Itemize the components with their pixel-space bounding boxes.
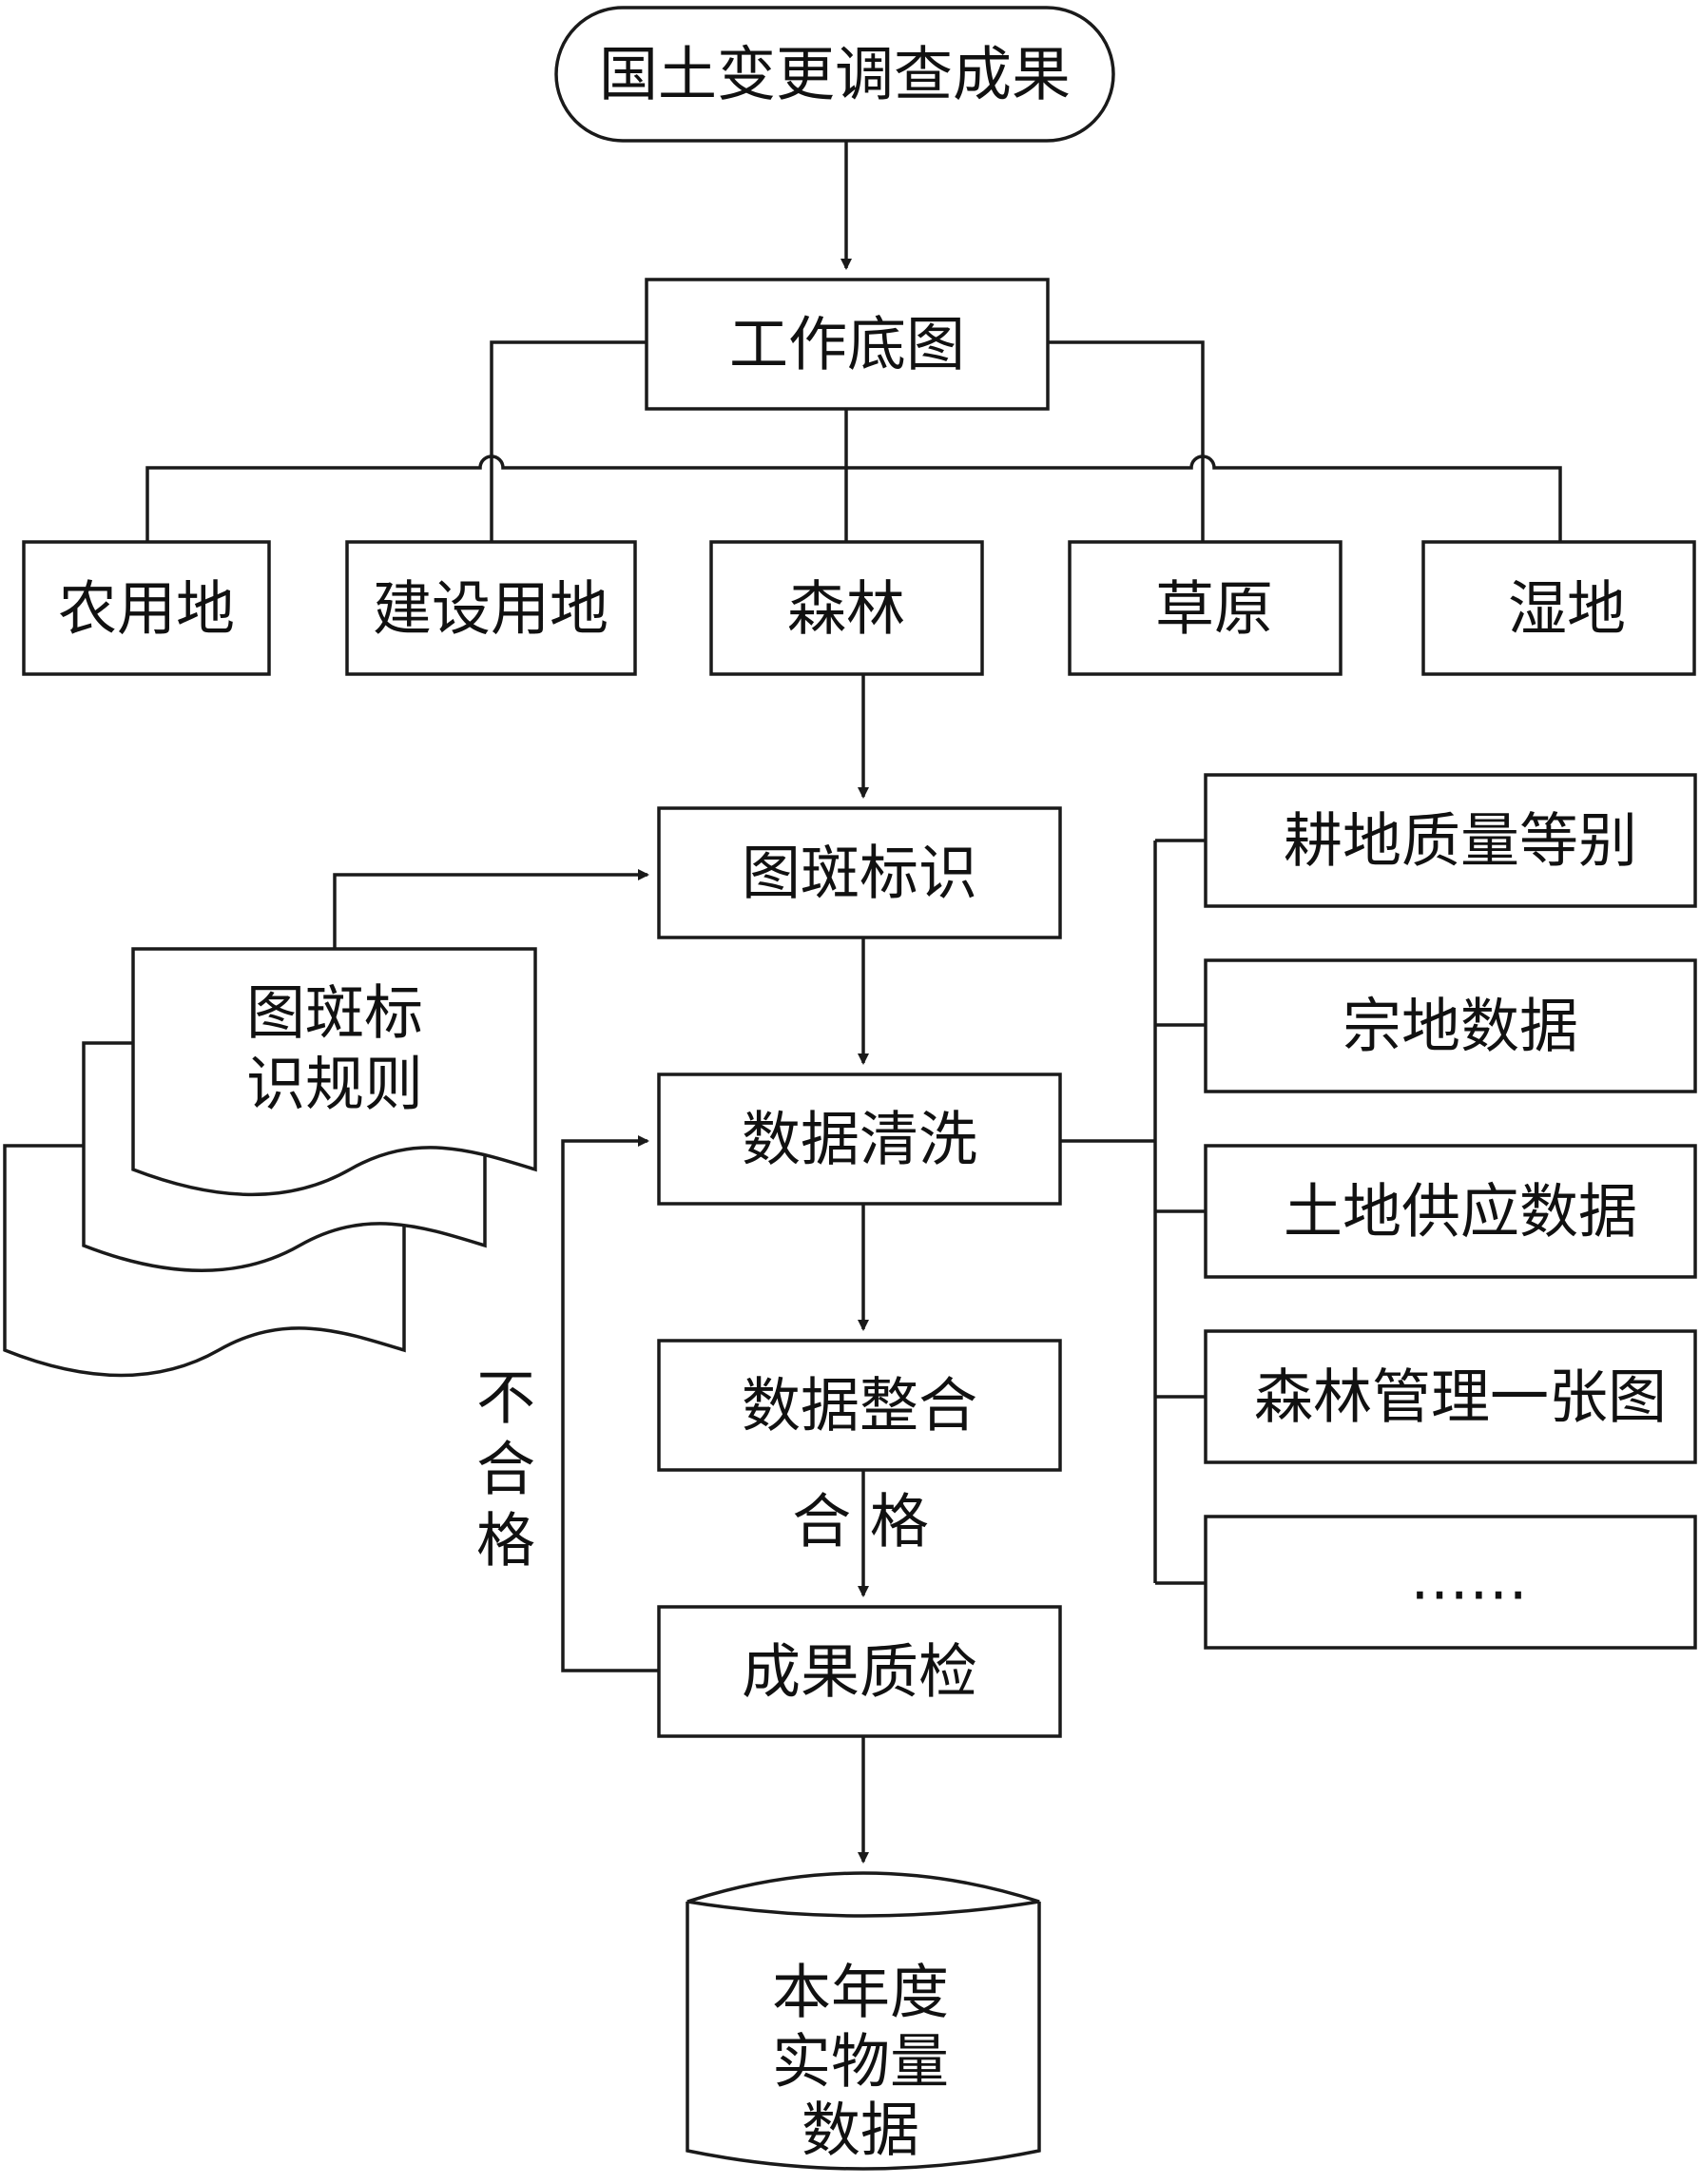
- source-box-forest-map: [1204, 1329, 1697, 1464]
- database-top: [686, 1871, 1040, 1918]
- source-box-more: [1204, 1515, 1697, 1650]
- source-label-land-supply: 土地供应数据: [1284, 1177, 1637, 1247]
- source-box-parcel: [1204, 958, 1697, 1093]
- arrow-qc-fail-to-cleaning: [561, 1135, 659, 1672]
- patch-id-label: 图斑标识: [742, 839, 977, 908]
- source-label-farmland-quality: 耕地质量等别: [1284, 806, 1637, 876]
- fail-label: 不 合 格: [476, 1363, 535, 1575]
- source-box-farmland-quality: [1204, 773, 1697, 908]
- rules-multidocument: 图斑标 识规则: [3, 947, 537, 1378]
- source-label-more: ……: [1410, 1544, 1528, 1614]
- category-box-grassland: [1068, 540, 1343, 676]
- integration-box: [657, 1339, 1062, 1472]
- start-label: 国土变更调查成果: [599, 40, 1071, 109]
- category-label-agricultural: 农用地: [58, 574, 235, 644]
- source-box-land-supply: [1204, 1144, 1697, 1279]
- base-map-box: [645, 278, 1050, 411]
- fail-label-char-1: 不: [476, 1363, 535, 1433]
- cleaning-box: [657, 1073, 1062, 1206]
- connector-basemap-right: [1048, 340, 1205, 542]
- result-database: 本年度 实物量 数据: [686, 1871, 1041, 2171]
- pass-label: 合 格: [792, 1487, 929, 1556]
- fail-label-char-3: 格: [476, 1506, 535, 1575]
- cleaning-label: 数据清洗: [742, 1105, 977, 1174]
- category-label-wetland: 湿地: [1508, 574, 1626, 644]
- arrow-rules-to-patchid: [333, 869, 649, 949]
- connector-basemap-left: [490, 340, 647, 542]
- category-label-construction: 建设用地: [373, 574, 609, 644]
- category-box-agricultural: [22, 540, 271, 676]
- side-data-boxes: 耕地质量等别 宗地数据 土地供应数据 森林管理一张图 ……: [1204, 773, 1697, 1650]
- database-line-2: 实物量: [772, 2027, 949, 2097]
- category-box-wetland: [1421, 540, 1696, 676]
- fail-label-char-2: 合: [476, 1435, 535, 1504]
- qc-label: 成果质检: [742, 1637, 977, 1707]
- patch-id-box: [657, 806, 1062, 939]
- category-box-forest: [709, 540, 984, 676]
- database-line-1: 本年度: [772, 1958, 949, 2027]
- category-label-forest: 森林: [787, 574, 905, 644]
- base-map-label: 工作底图: [729, 310, 965, 379]
- database-line-3: 数据: [802, 2096, 919, 2165]
- category-label-grassland: 草原: [1155, 574, 1273, 644]
- source-label-forest-map: 森林管理一张图: [1254, 1363, 1667, 1432]
- integration-label: 数据整合: [742, 1371, 977, 1440]
- horizontal-bus: [145, 454, 1562, 542]
- start-terminator: [554, 6, 1115, 143]
- source-label-parcel: 宗地数据: [1343, 992, 1578, 1061]
- rules-doc-line-2: 识规则: [246, 1050, 423, 1119]
- rules-doc-line-1: 图斑标: [246, 978, 423, 1048]
- qc-box: [657, 1605, 1062, 1738]
- category-box-construction: [345, 540, 637, 676]
- rules-doc-front: [131, 947, 537, 1197]
- database-body: [686, 1902, 1041, 2171]
- category-boxes: 农用地 建设用地 森林 草原 湿地: [22, 540, 1696, 676]
